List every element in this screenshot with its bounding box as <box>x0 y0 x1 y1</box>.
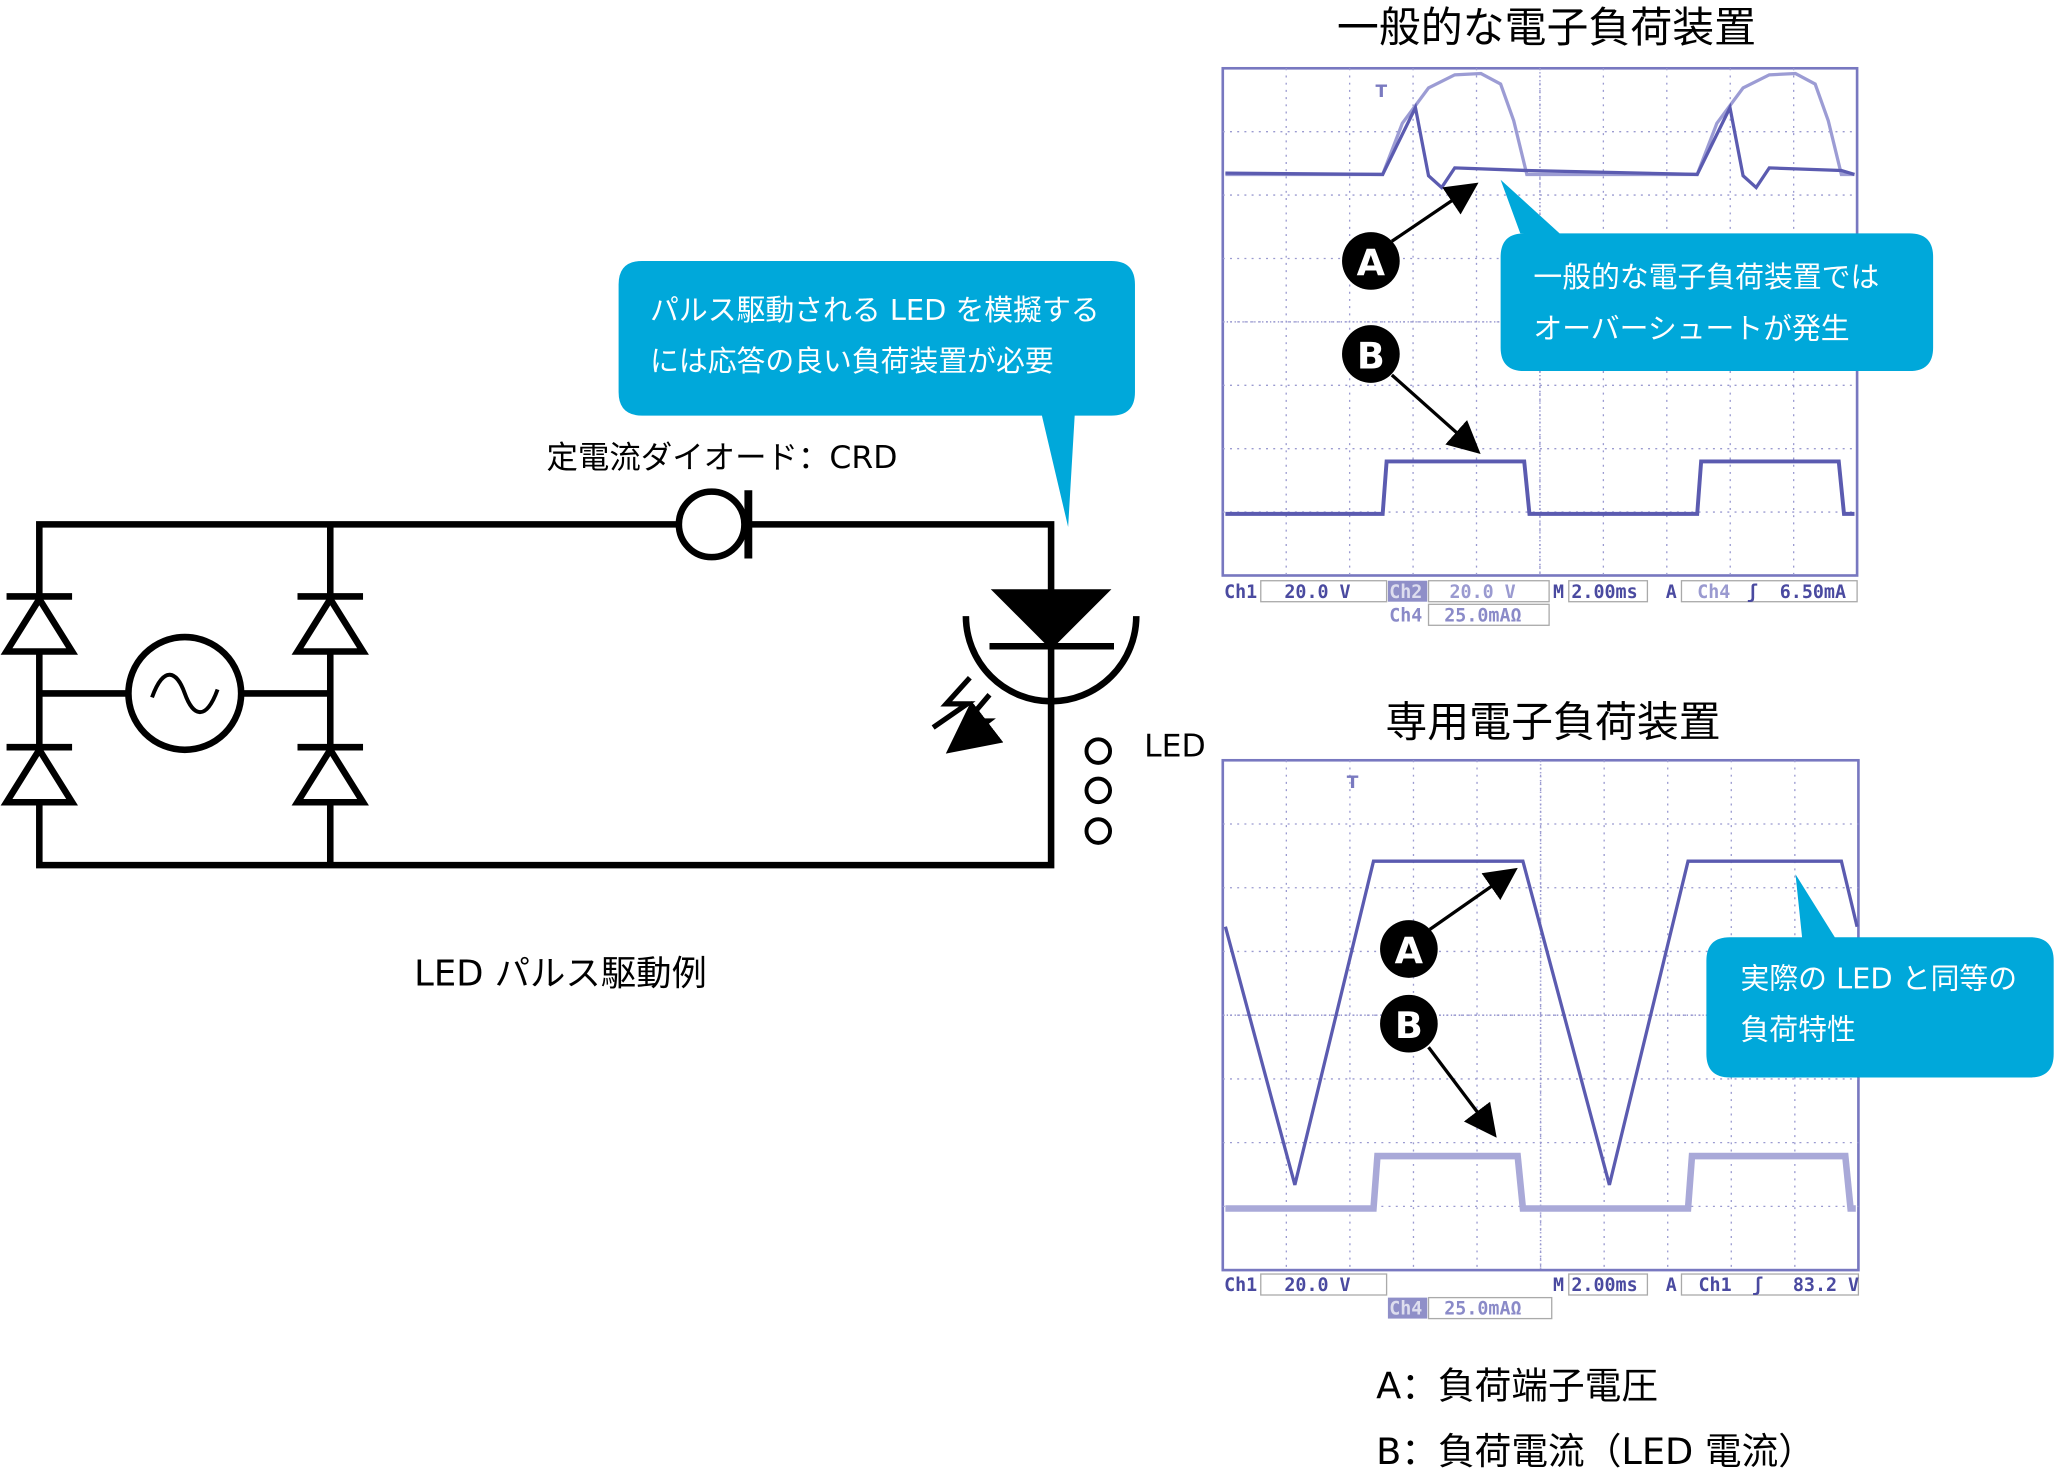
svg-text:実際の LED と同等の: 実際の LED と同等の <box>1740 961 2017 995</box>
light-emission-icon <box>933 675 989 747</box>
svg-text:Ch4: Ch4 <box>1697 582 1730 603</box>
marker-b: B <box>1357 334 1385 377</box>
svg-text:M: M <box>1553 1275 1564 1296</box>
series-dot <box>1084 776 1113 805</box>
scope1-trace-a-ch1 <box>1225 71 1855 177</box>
led-symbol <box>933 589 1140 748</box>
svg-text:25.0mAΩ: 25.0mAΩ <box>1444 605 1521 626</box>
bridge-diode-3 <box>291 592 369 655</box>
svg-text:20.0 V: 20.0 V <box>1450 582 1516 603</box>
svg-text:20.0 V: 20.0 V <box>1284 582 1350 603</box>
svg-text:2.00ms: 2.00ms <box>1571 582 1637 603</box>
legend-b: B：負荷電流（LED 電流） <box>1376 1430 1815 1473</box>
bridge-diode-1 <box>0 592 78 655</box>
svg-text:A: A <box>1666 582 1677 603</box>
ac-source-icon <box>125 633 245 754</box>
scope2-trace-b <box>1225 1152 1856 1212</box>
svg-text:負荷特性: 負荷特性 <box>1740 1012 1855 1046</box>
bridge-diode-4 <box>291 743 369 806</box>
svg-text:一般的な電子負荷装置では: 一般的な電子負荷装置では <box>1533 260 1879 294</box>
callout-scope2: 実際の LED と同等の 負荷特性 <box>1706 874 2054 1078</box>
marker-a: A <box>1357 241 1386 284</box>
scope1-trace-a-ch2 <box>1225 102 1855 191</box>
svg-text:2.00ms: 2.00ms <box>1571 1275 1637 1296</box>
svg-text:ʃ: ʃ <box>1747 582 1758 603</box>
svg-text:Ch1: Ch1 <box>1224 1275 1257 1296</box>
legend-a: A：負荷端子電圧 <box>1376 1365 1658 1408</box>
svg-text:には応答の良い負荷装置が必要: には応答の良い負荷装置が必要 <box>650 344 1054 378</box>
svg-text:Ch1: Ch1 <box>1699 1275 1732 1296</box>
svg-text:Ch4: Ch4 <box>1389 1299 1422 1320</box>
scope2-markers: A B <box>1380 867 1518 1138</box>
svg-text:Ch2: Ch2 <box>1389 582 1422 603</box>
scope2-readout: Ch1 20.0 V M 2.00ms A Ch1 ʃ 83.2 V Ch4 2… <box>1224 1273 1859 1320</box>
svg-text:M: M <box>1553 582 1564 603</box>
series-dot <box>1084 737 1113 765</box>
callout-scope1: 一般的な電子負荷装置では オーバーシュートが発生 <box>1500 179 1934 372</box>
svg-text:25.0mAΩ: 25.0mAΩ <box>1444 1299 1521 1320</box>
svg-text:20.0 V: 20.0 V <box>1284 1275 1350 1296</box>
svg-text:83.2 V: 83.2 V <box>1793 1275 1859 1296</box>
crd-label: 定電流ダイオード：CRD <box>547 440 898 476</box>
svg-text:オーバーシュートが発生: オーバーシュートが発生 <box>1533 311 1849 345</box>
bridge-diode-2 <box>0 743 78 806</box>
scope2-title: 専用電子負荷装置 <box>1385 698 1720 747</box>
scope1-readout: Ch1 20.0 V Ch2 20.0 V M 2.00ms A Ch4 ʃ 6… <box>1224 580 1858 626</box>
svg-text:Ch1: Ch1 <box>1224 582 1257 603</box>
circuit-diagram <box>0 488 1140 869</box>
svg-text:6.50mA: 6.50mA <box>1780 582 1846 603</box>
svg-text:Ch4: Ch4 <box>1389 605 1422 626</box>
scope1-markers: A B <box>1342 182 1481 455</box>
marker-a: A <box>1395 929 1424 972</box>
svg-text:パルス駆動される LED を模擬する: パルス駆動される LED を模擬する <box>650 293 1100 327</box>
marker-b: B <box>1395 1004 1423 1047</box>
scope1-title: 一般的な電子負荷装置 <box>1337 3 1756 52</box>
led-label: LED <box>1144 728 1206 764</box>
svg-text:A: A <box>1666 1275 1677 1296</box>
scope2-trigger-marker: T <box>1347 773 1359 793</box>
scope1-trace-b <box>1225 459 1855 516</box>
circuit-wires <box>36 521 1055 869</box>
circuit-caption: LED パルス駆動例 <box>414 954 707 995</box>
series-dot <box>1084 817 1113 845</box>
crd-symbol <box>675 488 753 561</box>
svg-text:ʃ: ʃ <box>1752 1275 1763 1296</box>
scope1-trigger-marker: T <box>1376 82 1388 102</box>
scope2-trace-a <box>1223 859 1859 1186</box>
callout-circuit: パルス駆動される LED を模擬する には応答の良い負荷装置が必要 <box>618 260 1135 527</box>
